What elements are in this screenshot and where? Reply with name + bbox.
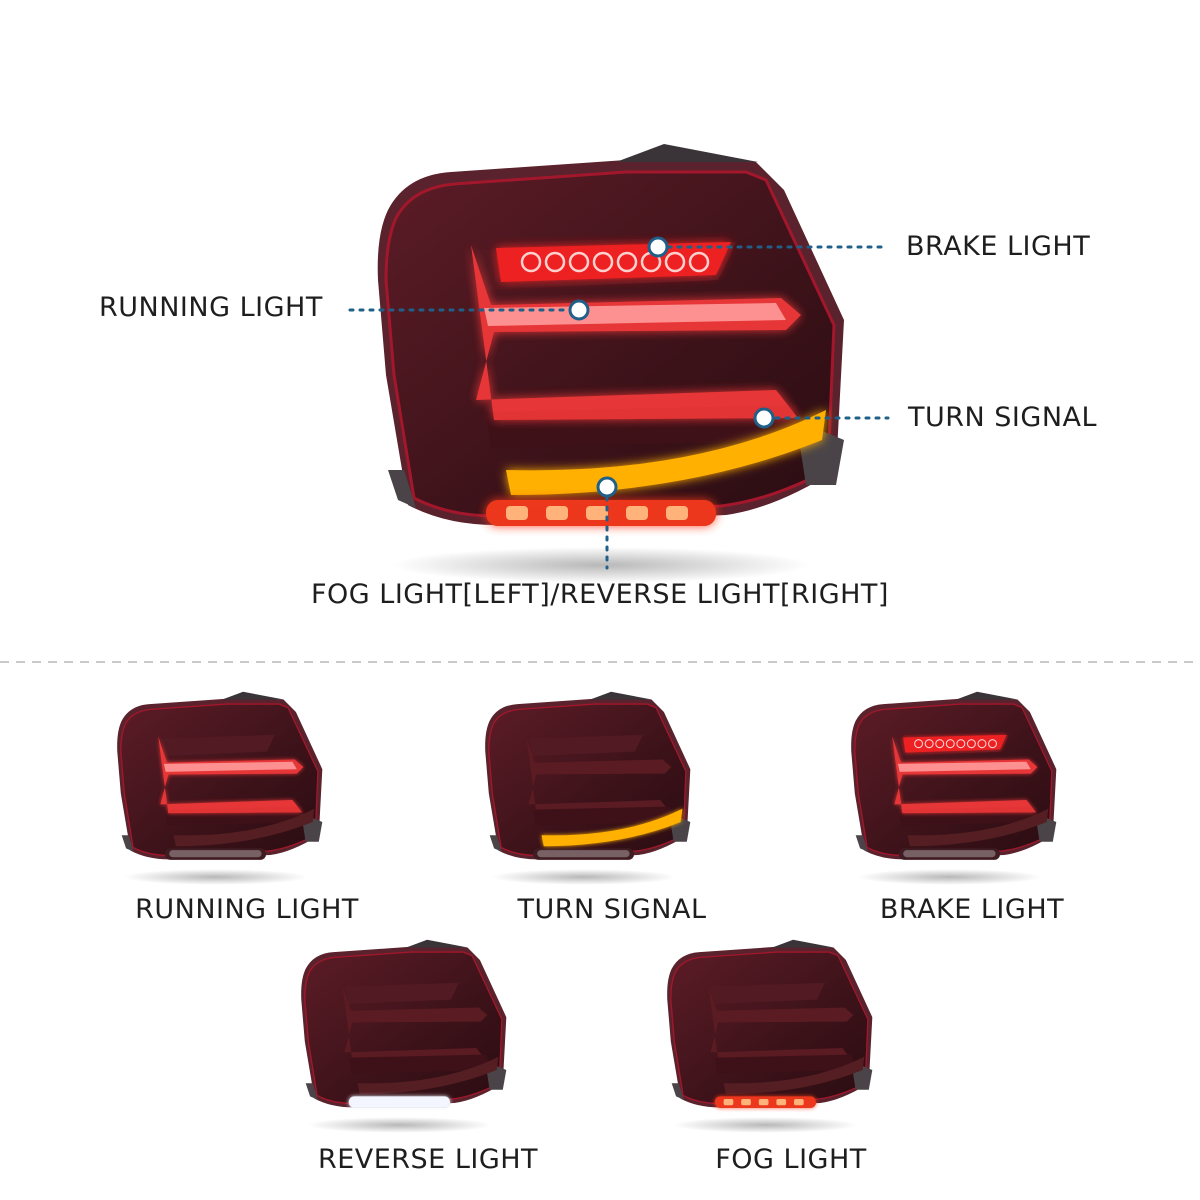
callout-line-turn: [753, 407, 890, 429]
fog-led: [794, 1099, 804, 1106]
running-light-core: [897, 761, 1031, 772]
brake-led: [520, 251, 542, 273]
brake-led: [616, 251, 638, 273]
callout-dot: [596, 476, 618, 498]
brake-led: [988, 739, 998, 749]
running-light-strip: [892, 736, 1038, 814]
fog-led: [723, 1099, 734, 1106]
brake-led: [568, 251, 590, 273]
bottom-lens: [537, 850, 630, 858]
fog-led: [776, 1099, 787, 1106]
fog-led: [741, 1099, 751, 1106]
variant-thumbnails: [116, 691, 1057, 1134]
brake-led: [945, 739, 955, 749]
callout-brake-light: BRAKE LIGHT: [906, 231, 1091, 262]
brake-led: [544, 251, 566, 273]
hero-callouts: [348, 236, 890, 570]
running-light-strip: [158, 736, 304, 814]
turn-signal-strip: [506, 410, 826, 495]
callout-line-brake: [647, 236, 890, 258]
variant-label-brake-light: BRAKE LIGHT: [879, 894, 1065, 925]
thumbnail-turn-light: [484, 691, 691, 886]
thumbnail-running-light: [116, 691, 323, 886]
bottom-lens: [169, 850, 262, 858]
fog-led: [506, 506, 528, 520]
callout-dot: [647, 236, 669, 258]
brake-led: [977, 739, 987, 749]
brake-led: [914, 739, 924, 749]
brake-led: [924, 739, 934, 749]
brake-led: [688, 251, 710, 273]
thumbnail-fog-light: [666, 939, 873, 1134]
fog-led: [666, 506, 688, 520]
variant-label-turn-signal: TURN SIGNAL: [517, 894, 707, 925]
hero-taillight-lit: [376, 142, 846, 585]
callout-line-fog-reverse: [596, 476, 618, 570]
callout-turn-signal: TURN SIGNAL: [908, 402, 1098, 433]
running-light-core: [163, 761, 297, 772]
turn-signal-strip: [541, 808, 683, 847]
fog-led: [546, 506, 568, 520]
callout-dot: [753, 407, 775, 429]
callout-line-running: [348, 299, 590, 321]
bottom-lens: [903, 850, 996, 858]
thumbnail-brake-light: [850, 691, 1057, 886]
brake-light-leds: [496, 242, 731, 282]
running-light-strip: [471, 245, 801, 420]
callout-running-light: RUNNING LIGHT: [99, 292, 323, 323]
callout-dot: [568, 299, 590, 321]
brake-led: [664, 251, 686, 273]
brake-led: [956, 739, 966, 749]
fog-led: [626, 506, 648, 520]
variant-label-reverse-light: REVERSE LIGHT: [317, 1144, 539, 1175]
brake-light-leds: [903, 734, 1007, 753]
variant-label-running-light: RUNNING LIGHT: [135, 894, 359, 925]
thumbnail-reverse-light: [300, 939, 507, 1134]
variant-label-fog-light: FOG LIGHT: [715, 1144, 867, 1175]
fog-led: [586, 506, 608, 520]
brake-led: [592, 251, 614, 273]
hero-taillight: [376, 142, 846, 585]
brake-led: [966, 739, 976, 749]
callout-fog-reverse-light: FOG LIGHT[LEFT]/REVERSE LIGHT[RIGHT]: [311, 579, 889, 610]
brake-led: [935, 739, 945, 749]
reverse-light-bar: [348, 1096, 450, 1108]
fog-led: [758, 1099, 769, 1106]
